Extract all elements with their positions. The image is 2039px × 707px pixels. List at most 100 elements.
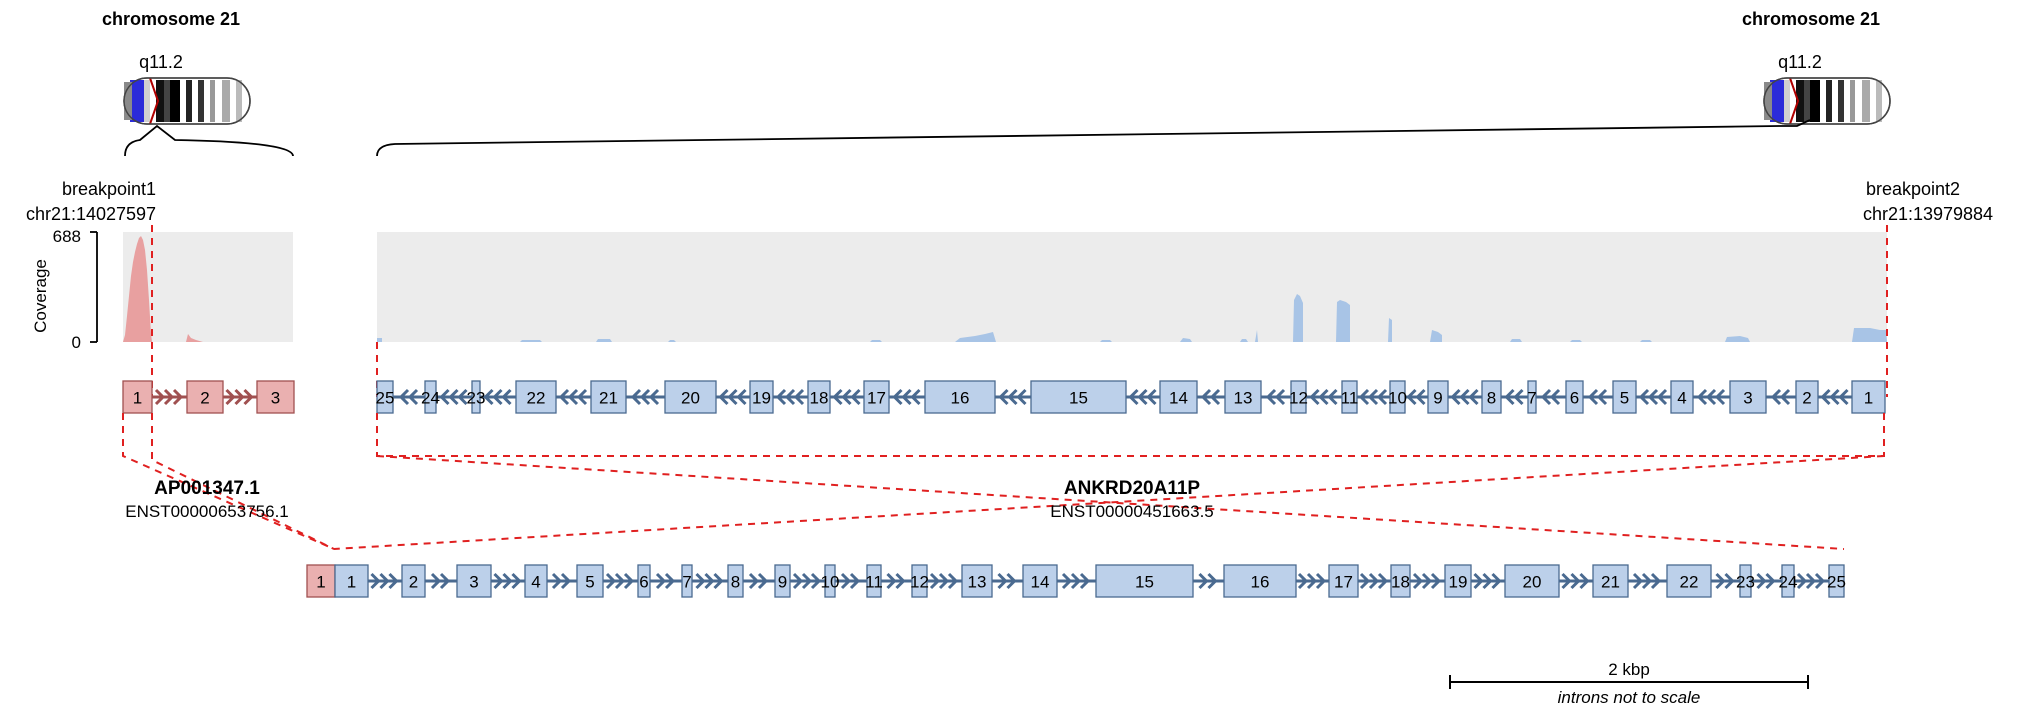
intron-arrow: [793, 388, 805, 406]
intron-arrow: [1714, 388, 1726, 406]
intron-arrow: [1274, 388, 1286, 406]
gene2-exon-label: 3: [1743, 389, 1752, 408]
intron-arrow: [1513, 388, 1524, 406]
intron-arrow: [1656, 388, 1668, 406]
intron-arrow: [630, 388, 642, 406]
gene2-exon-box: [1159, 380, 1198, 414]
intron-arrow: [1459, 388, 1470, 406]
intron-arrow: [1207, 572, 1218, 590]
fusion-exon-box: [401, 564, 426, 598]
fusion-exon-label: 7: [682, 573, 691, 592]
fusion-connector-gene2-cross-b: [376, 455, 1845, 550]
intron-arrow: [886, 572, 897, 590]
fusion-exon-box: [681, 564, 693, 598]
intron-arrow: [1137, 388, 1148, 406]
coverage-track-gene2: [377, 294, 1887, 342]
intron-arrow: [1198, 572, 1209, 590]
breakpoint1-position: chr21:14027597: [26, 204, 156, 224]
intron-arrow: [810, 572, 822, 590]
intron-arrow: [832, 388, 843, 406]
fusion-exon-box: [1390, 564, 1411, 598]
intron-arrow: [718, 388, 729, 406]
intron-arrow: [172, 388, 184, 406]
intron-arrow: [1647, 388, 1659, 406]
intron-arrow: [439, 388, 450, 406]
intron-arrow: [849, 572, 861, 590]
gene2-exon-box: [863, 380, 890, 414]
gene2-exon-box: [1341, 380, 1358, 414]
intron-arrow: [1007, 388, 1018, 406]
fusion-exon-label: 6: [639, 573, 648, 592]
chromosome-right-ideogram: [1763, 77, 1891, 125]
fusion-exon-label: 12: [910, 573, 929, 592]
gene2-exon-label: 18: [810, 389, 829, 408]
gene2-exon-label: 7: [1527, 389, 1536, 408]
intron-arrow: [1450, 388, 1461, 406]
fusion-exon-box: [576, 564, 604, 598]
intron-arrow: [1421, 572, 1433, 590]
fusion-exon-box: [1223, 564, 1297, 598]
intron-arrow: [1473, 572, 1484, 590]
intron-arrow: [511, 572, 522, 590]
gene2-exon-label: 23: [467, 389, 486, 408]
intron-arrow: [704, 572, 715, 590]
intron-arrow: [784, 388, 796, 406]
gene2-exon-box: [924, 380, 996, 414]
intron-arrow: [1327, 388, 1338, 406]
gene2-exon-label: 2: [1802, 389, 1811, 408]
intron-arrow: [407, 388, 419, 406]
fusion-exon-box: [774, 564, 791, 598]
fusion-exon-label: 24: [1779, 573, 1798, 592]
gene2-exon-box: [1565, 380, 1584, 414]
intron-arrow: [154, 388, 166, 406]
intron-arrow: [558, 388, 570, 406]
intron-arrow: [493, 572, 504, 590]
chromosome-right-title: chromosome 21: [1742, 9, 1880, 29]
gene2-exon-label: 14: [1169, 389, 1188, 408]
intron-arrow: [388, 572, 399, 590]
intron-arrow: [502, 572, 513, 590]
fusion-exon-box: [637, 564, 651, 598]
fusion-exon-label: 1: [347, 573, 356, 592]
intron-arrow: [639, 388, 651, 406]
intron-arrow: [1491, 572, 1502, 590]
intron-arrow: [736, 388, 747, 406]
intron-arrow: [1570, 572, 1581, 590]
gene2-exon-box: [1427, 380, 1449, 414]
gene2-exon-label: 16: [951, 389, 970, 408]
intron-arrow: [234, 388, 245, 406]
zoom-bracket-left: [124, 124, 294, 157]
scale-bar: [1449, 675, 1809, 689]
intron-arrow: [648, 388, 660, 406]
intron-arrow: [1070, 572, 1082, 590]
intron-arrow: [448, 388, 459, 406]
gene1-exon-label: 2: [200, 389, 209, 408]
intron-arrow: [1128, 388, 1139, 406]
intron-arrow: [1579, 572, 1590, 590]
gene2-exon-label: 10: [1388, 389, 1407, 408]
gene1-name: AP001347.1: [154, 478, 260, 499]
gene2-exon-box: [1729, 380, 1767, 414]
intron-arrow: [1358, 388, 1370, 406]
chromosome-left-ideogram: [123, 77, 251, 125]
fusion-exon-box: [334, 564, 369, 598]
intron-arrow: [1724, 572, 1735, 590]
intron-arrow: [938, 572, 950, 590]
intron-arrow: [560, 572, 572, 590]
intron-arrow: [551, 572, 563, 590]
intron-arrow: [1715, 572, 1726, 590]
fusion-exon-box: [1739, 564, 1752, 598]
intron-arrow: [1367, 388, 1379, 406]
intron-arrow: [655, 572, 667, 590]
gene1-transcript: ENST00000653756.1: [125, 502, 289, 521]
fusion-exon-box: [1781, 564, 1795, 598]
intron-arrow: [947, 572, 959, 590]
fusion-exon-label: 22: [1680, 573, 1699, 592]
coverage-min-tick: 0: [72, 333, 81, 352]
gene2-exon-label: 15: [1069, 389, 1088, 408]
gene2-transcript: ENST00000451663.5: [1050, 502, 1214, 521]
intron-arrow: [713, 572, 724, 590]
intron-arrow: [1696, 388, 1708, 406]
fusion-exon-label: 1: [316, 573, 325, 592]
fusion-exon-label: 8: [731, 573, 740, 592]
